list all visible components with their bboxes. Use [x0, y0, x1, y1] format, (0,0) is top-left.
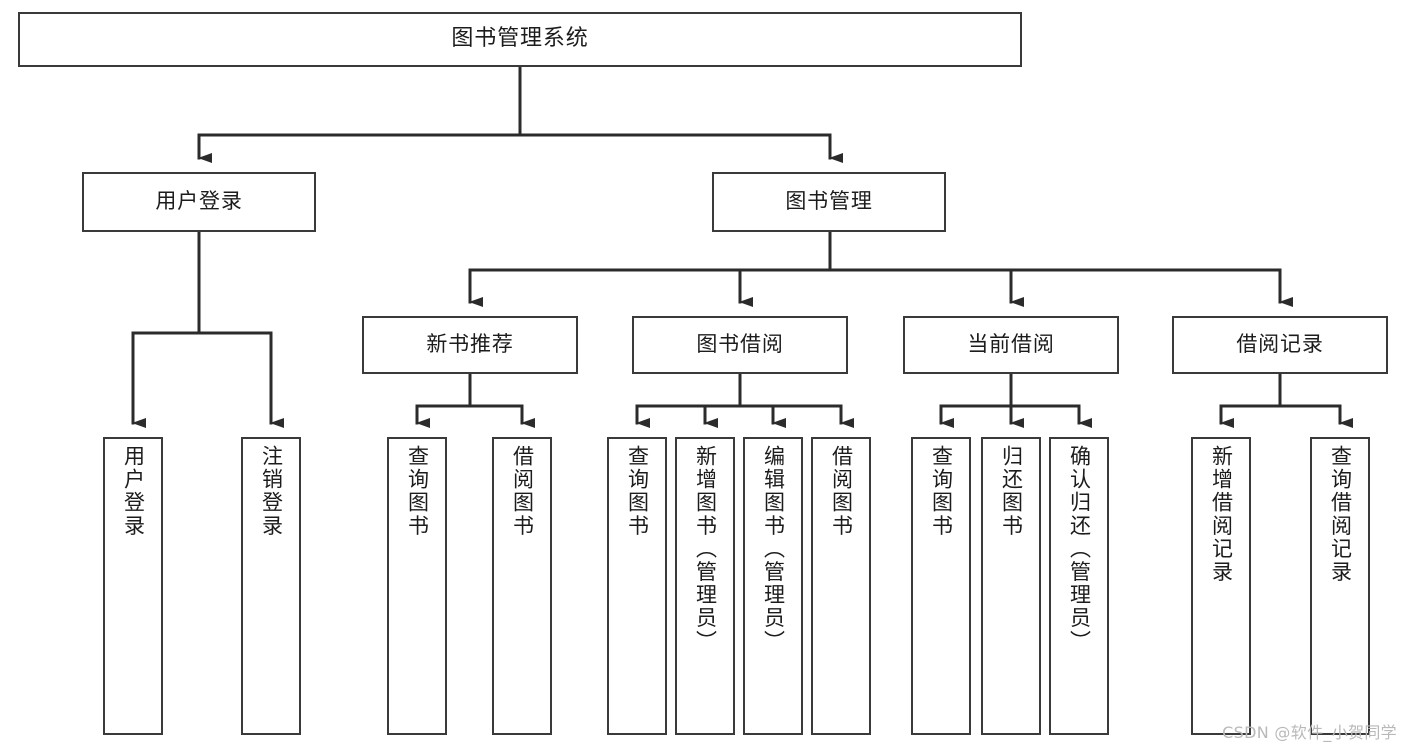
- leaf-user-login[interactable]: 用户登录: [103, 437, 163, 735]
- leaf-edit-book[interactable]: 编辑图书（管理员）: [743, 437, 803, 735]
- node-label: 查询图书: [625, 445, 650, 538]
- node-book-manage[interactable]: 图书管理: [712, 172, 946, 232]
- node-root-book-management-system[interactable]: 图书管理系统: [18, 12, 1022, 67]
- leaf-add-record[interactable]: 新增借阅记录: [1191, 437, 1251, 735]
- node-label: 查询图书: [405, 445, 430, 538]
- node-user-login[interactable]: 用户登录: [82, 172, 316, 232]
- node-borrow-record[interactable]: 借阅记录: [1172, 316, 1388, 374]
- node-label: 图书管理系统: [451, 26, 589, 52]
- node-label: 借阅图书: [829, 445, 854, 538]
- leaf-query-book-1[interactable]: 查询图书: [387, 437, 447, 735]
- leaf-confirm-return[interactable]: 确认归还（管理员）: [1049, 437, 1109, 735]
- node-label: 用户登录: [155, 189, 243, 214]
- node-label: 确认归还（管理员）: [1067, 445, 1092, 653]
- leaf-query-book-3[interactable]: 查询图书: [911, 437, 971, 735]
- node-label: 图书管理: [785, 189, 873, 214]
- node-label: 编辑图书（管理员）: [761, 445, 786, 653]
- node-label: 用户登录: [121, 445, 146, 538]
- node-label: 新增图书（管理员）: [693, 445, 718, 653]
- node-label: 新书推荐: [426, 332, 514, 357]
- leaf-borrow-book-2[interactable]: 借阅图书: [811, 437, 871, 735]
- leaf-query-record[interactable]: 查询借阅记录: [1310, 437, 1370, 735]
- leaf-query-book-2[interactable]: 查询图书: [607, 437, 667, 735]
- csdn-watermark: CSDN @软件_小贺同学: [1222, 723, 1397, 742]
- node-label: 注销登录: [259, 445, 284, 538]
- node-label: 借阅记录: [1236, 332, 1324, 357]
- node-new-book-recommend[interactable]: 新书推荐: [362, 316, 578, 374]
- node-label: 归还图书: [999, 445, 1024, 538]
- node-book-borrow[interactable]: 图书借阅: [632, 316, 848, 374]
- node-label: 当前借阅: [967, 332, 1055, 357]
- leaf-logout-login[interactable]: 注销登录: [241, 437, 301, 735]
- leaf-add-book[interactable]: 新增图书（管理员）: [675, 437, 735, 735]
- node-label: 查询图书: [929, 445, 954, 538]
- node-label: 借阅图书: [510, 445, 535, 538]
- leaf-return-book[interactable]: 归还图书: [981, 437, 1041, 735]
- node-label: 查询借阅记录: [1328, 445, 1353, 584]
- node-label: 图书借阅: [696, 332, 784, 357]
- node-label: 新增借阅记录: [1209, 445, 1234, 584]
- node-current-borrow[interactable]: 当前借阅: [903, 316, 1119, 374]
- leaf-borrow-book-1[interactable]: 借阅图书: [492, 437, 552, 735]
